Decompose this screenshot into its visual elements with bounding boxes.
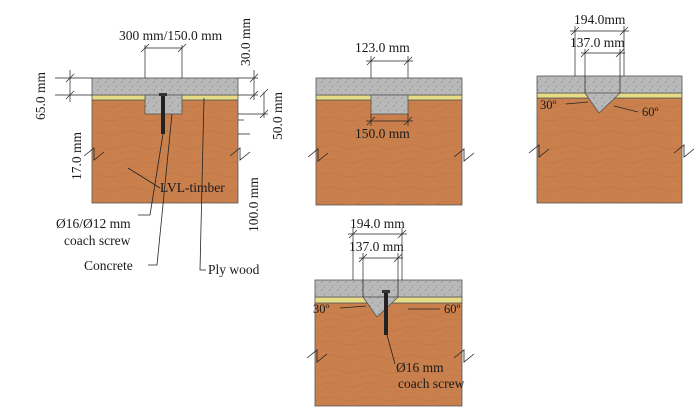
panel-d-screw-label-2: coach screw: [398, 376, 465, 391]
panel-b: 123.0 mm 150.0 mm: [307, 40, 475, 206]
panel-d-angle-right: 60º: [444, 302, 461, 316]
panel-a-screw-label-2: coach screw: [64, 233, 131, 248]
panel-b-notch: [370, 94, 409, 115]
panel-c: 194.0mm 137.0 mm 30º 60º: [528, 12, 695, 204]
panel-a-concrete: [91, 77, 239, 96]
panel-a: 300 mm/150.0 mm 30.0 mm 50.0 mm 65.0 mm …: [33, 17, 285, 277]
panel-d-angle-left: 30º: [313, 302, 330, 316]
panel-a-right-top-dim: 30.0 mm: [238, 17, 253, 66]
panel-a-screw-icon: [159, 93, 167, 134]
panel-d-screw-label-1: Ø16 mm: [396, 360, 444, 375]
panel-a-right-mid-dim: 50.0 mm: [270, 91, 285, 140]
panel-c-angle-right: 60º: [642, 105, 659, 119]
panel-a-left-low-dim: 17.0 mm: [69, 131, 84, 180]
panel-a-top-dim: 300 mm/150.0 mm: [119, 28, 223, 43]
panel-d-top-dim-inner: 137.0 mm: [349, 239, 404, 254]
panel-c-notch: [584, 92, 621, 114]
panel-b-bottom-dim: 150.0 mm: [355, 126, 410, 141]
panel-a-screw-label-1: Ø16/Ø12 mm: [56, 216, 131, 231]
panel-c-top-dim-inner: 137.0 mm: [570, 35, 625, 50]
panel-d-screw-icon: [382, 290, 390, 335]
panel-d: 194.0 mm 137.0 mm 30º 60º Ø16 mm coach s…: [306, 216, 475, 407]
panel-a-concrete-label: Concrete: [84, 258, 133, 273]
panel-c-top-dim-outer: 194.0mm: [574, 12, 626, 27]
panel-a-plywood-label: Ply wood: [208, 262, 260, 277]
panel-b-top-dim: 123.0 mm: [355, 40, 410, 55]
panel-c-angle-left: 30º: [540, 98, 557, 112]
panel-a-lvl-label: LVL-timber: [160, 180, 225, 195]
panel-a-right-low-dim: 100.0 mm: [246, 177, 261, 232]
panel-d-top-dim-outer: 194.0 mm: [350, 216, 405, 231]
panel-a-left-dim: 65.0 mm: [33, 71, 48, 120]
